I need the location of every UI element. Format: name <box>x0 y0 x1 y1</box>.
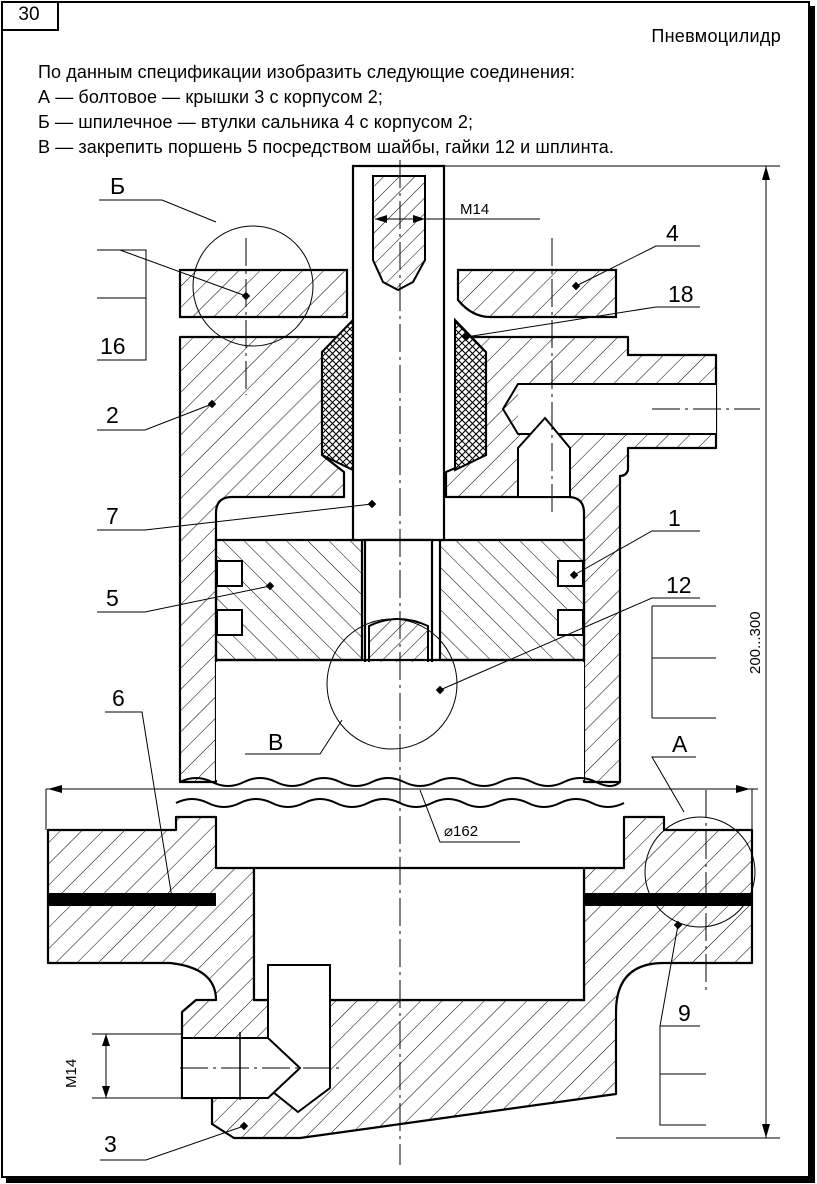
drawing-title: Пневмоцилидр <box>651 26 781 46</box>
task-line-a: А — болтовое — крышки 3 с корпусом 2; <box>38 87 384 107</box>
callout-v: В <box>268 729 283 755</box>
frame-shadow-right <box>810 6 815 1182</box>
dimension-lines <box>45 165 780 1139</box>
part-labels: Б 16 2 7 5 6 В 3 4 18 1 12 А 9 <box>100 173 694 1157</box>
frame-shadow-bottom <box>6 1178 815 1183</box>
callout-b: Б <box>110 173 125 199</box>
callout-2: 2 <box>106 402 119 428</box>
task-intro: По данным спецификации изобразить следую… <box>38 62 576 82</box>
gland-bushing <box>178 268 618 319</box>
callout-1: 1 <box>668 505 681 531</box>
callout-12: 12 <box>666 572 692 598</box>
callout-3: 3 <box>104 1131 117 1157</box>
height-range-label: 200...300 <box>747 611 764 674</box>
callout-18: 18 <box>668 281 694 307</box>
callout-9: 9 <box>678 1000 691 1026</box>
callout-5: 5 <box>106 585 119 611</box>
dimension-arrows <box>48 166 770 1138</box>
thread-top-label: M14 <box>460 201 489 218</box>
gasket <box>48 893 752 906</box>
callout-7: 7 <box>106 503 119 529</box>
diameter-label: ⌀162 <box>444 823 478 840</box>
callout-a: А <box>672 731 688 757</box>
callout-6: 6 <box>112 685 125 711</box>
callout-16: 16 <box>100 333 126 359</box>
port-hole <box>501 383 716 498</box>
callout-4: 4 <box>666 220 679 246</box>
leader-lines <box>97 199 716 1161</box>
dimension-labels: M14 ⌀162 200...300 M14 <box>63 201 764 1088</box>
thread-bottom-label: M14 <box>63 1059 80 1088</box>
packing-seal <box>321 317 487 472</box>
center-lines <box>180 160 760 1165</box>
sheet-number: 30 <box>1 1 59 31</box>
task-line-c: В — закрепить поршень 5 посредством шайб… <box>38 137 614 157</box>
detail-circles <box>192 225 756 928</box>
task-line-b: Б — шпилечное — втулки сальника 4 с корп… <box>38 112 474 132</box>
